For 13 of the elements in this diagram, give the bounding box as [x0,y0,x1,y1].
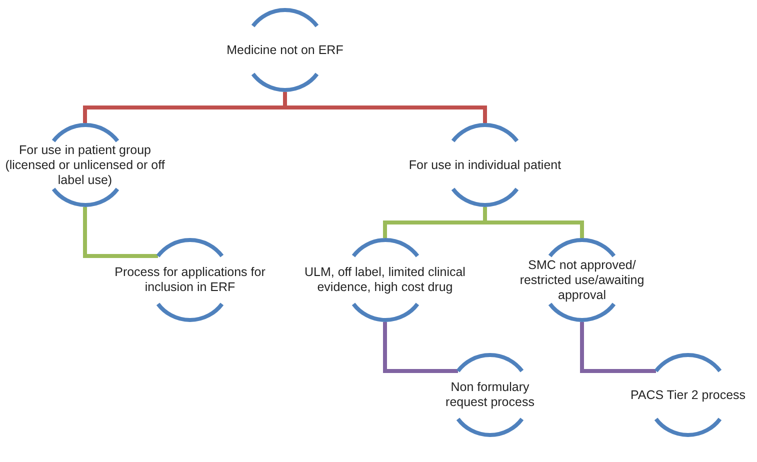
connector-line [83,207,158,258]
node-label: For use in patient group (licensed or unlicensed or off label use) [4,142,166,188]
connector-line [483,207,584,238]
connector-line [383,322,458,373]
node-label: SMC not approved/ restricted use/awaiting approval [518,258,646,302]
node-label: ULM, off label, limited clinical evidence, high cost drug [304,265,466,295]
connector-line [580,322,656,373]
circle-node [302,238,468,322]
node-label: Medicine not on ERF [226,42,344,58]
node-label: PACS Tier 2 process [630,388,746,402]
node-label: Non formulary request process [444,380,536,410]
node-label: Process for applications for inclusion in ERF [114,265,266,295]
node-label: For use in individual patient [408,158,562,172]
